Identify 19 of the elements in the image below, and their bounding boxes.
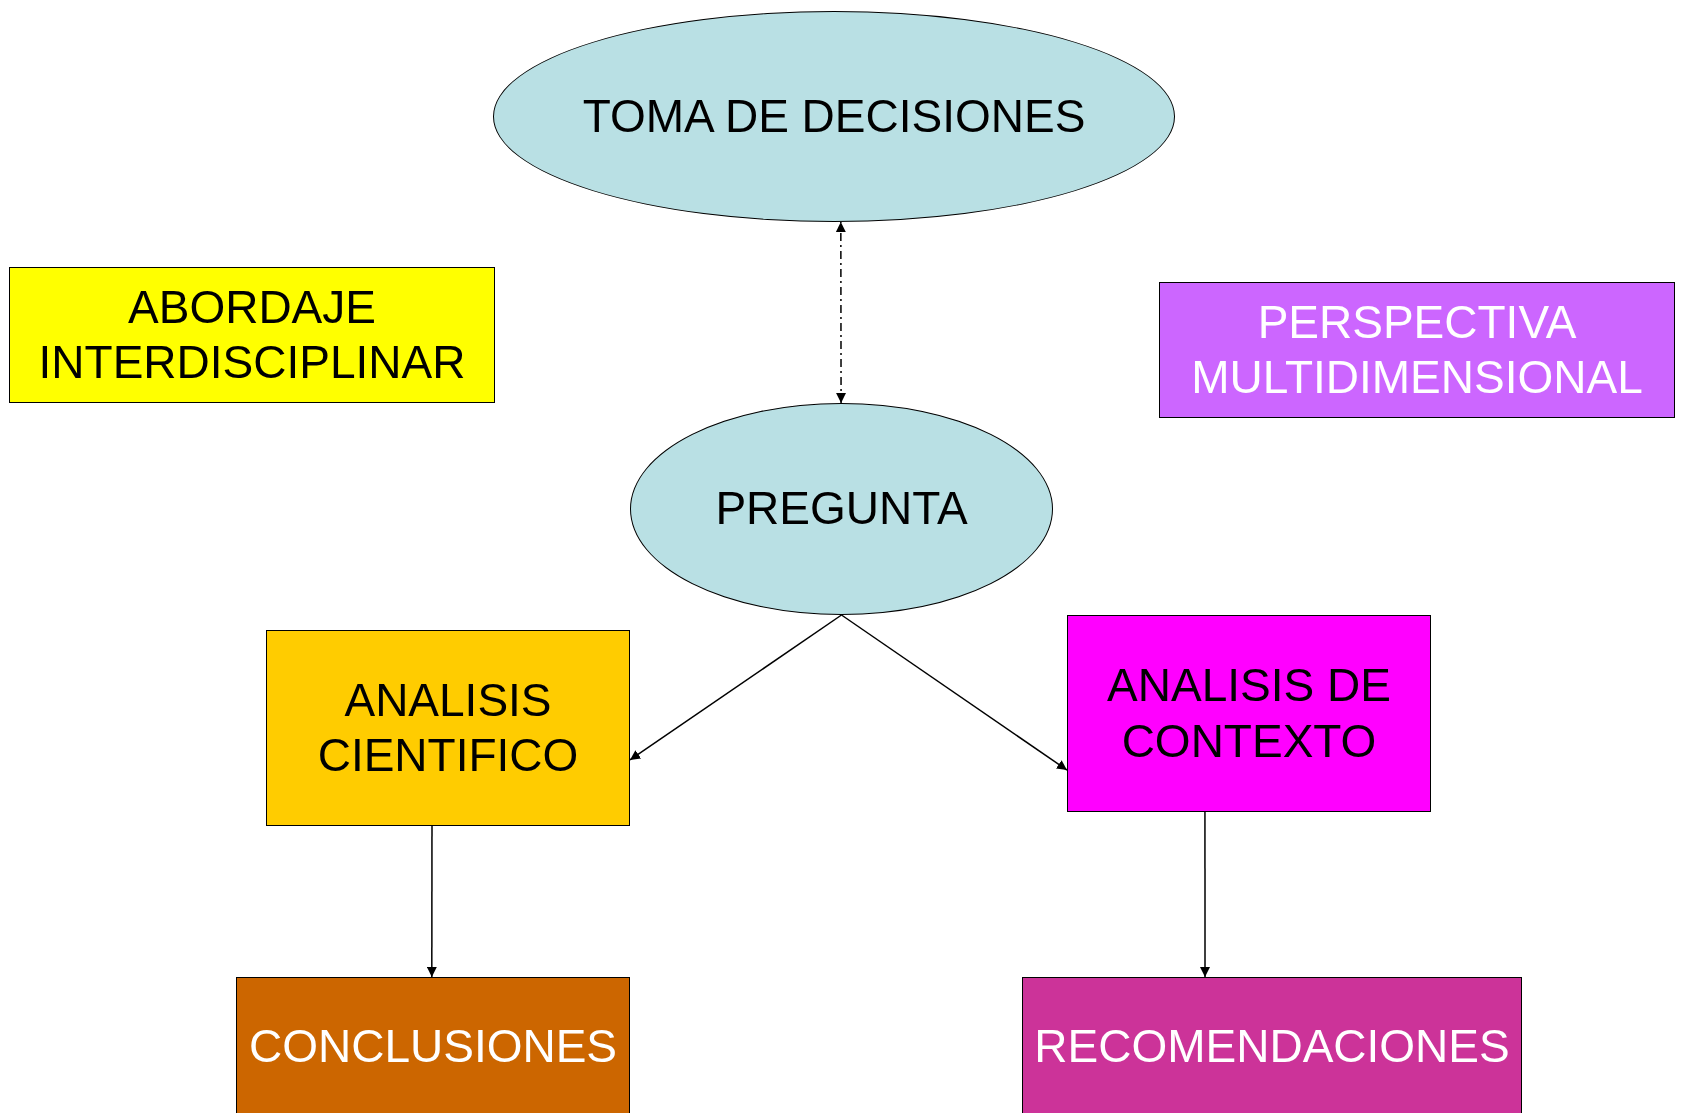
arrow xyxy=(1200,811,1210,978)
node-label: ANALISIS DE CONTEXTO xyxy=(1106,658,1392,769)
node-label: PREGUNTA xyxy=(714,481,969,537)
arrow xyxy=(629,614,843,761)
process-box xyxy=(236,977,630,1113)
node-label: ANALISIS CIENTIFICO xyxy=(316,672,580,783)
node-label: ABORDAJE INTERDISCIPLINAR xyxy=(37,279,467,390)
node-label: TOMA DE DECISIONES xyxy=(581,88,1087,144)
process-box xyxy=(1022,977,1522,1113)
process-box xyxy=(9,267,495,403)
arrow xyxy=(835,221,847,404)
arrow xyxy=(426,825,437,978)
arrow xyxy=(840,614,1068,771)
node-label: PERSPECTIVA MULTIDIMENSIONAL xyxy=(1190,294,1644,405)
node-label: RECOMENDACIONES xyxy=(1033,1019,1511,1075)
process-box xyxy=(1159,282,1675,418)
process-box xyxy=(1067,615,1431,812)
process-box xyxy=(266,630,630,826)
node-label: CONCLUSIONES xyxy=(247,1019,619,1075)
